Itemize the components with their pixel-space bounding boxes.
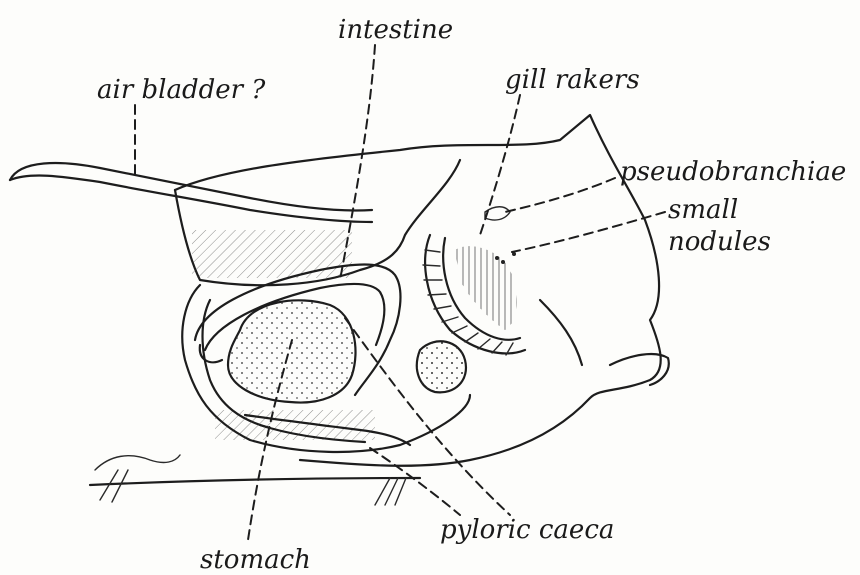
label-small-nodules-1: small <box>668 195 738 225</box>
label-air-bladder: air bladder ? <box>97 75 266 105</box>
leader-gill-rakers <box>480 95 520 235</box>
label-pyloric-caeca: pyloric caeca <box>440 515 614 545</box>
leader-pyloric-caeca-2 <box>370 448 460 515</box>
label-pseudobranchiae: pseudobranchiae <box>620 157 846 187</box>
label-intestine: intestine <box>338 15 453 45</box>
air-bladder-tube <box>10 163 372 210</box>
label-stomach: stomach <box>200 545 311 575</box>
pseudobranchiae-shape <box>485 207 510 220</box>
leader-pseudobranchiae <box>505 178 615 212</box>
label-small-nodules-2: nodules <box>668 227 771 257</box>
leader-small-nodules <box>512 212 665 252</box>
label-gill-rakers: gill rakers <box>505 65 640 95</box>
